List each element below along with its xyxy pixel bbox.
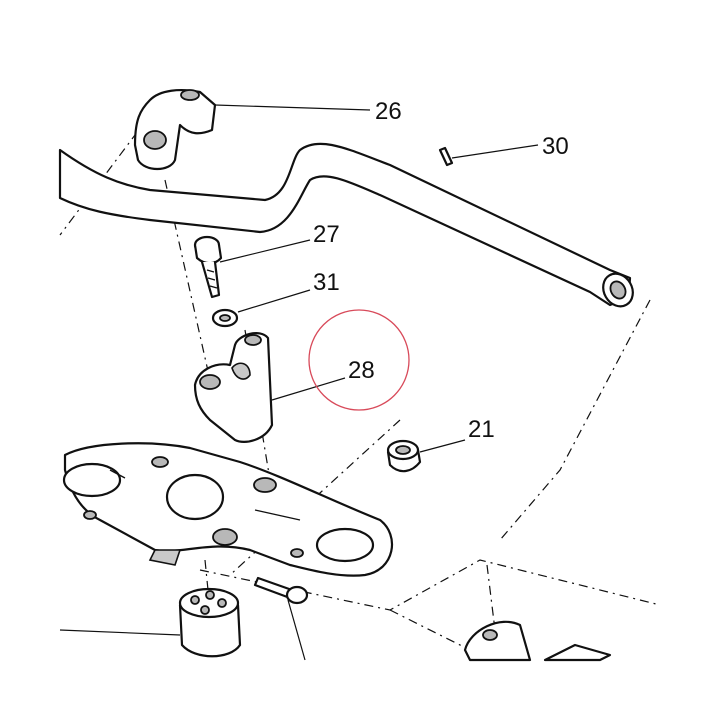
part-21-nut: [386, 439, 422, 473]
part-30-pin: [438, 146, 454, 167]
callout-28: 28: [348, 357, 375, 384]
handlebar: [58, 142, 634, 308]
callout-30: 30: [542, 133, 569, 160]
part-26-handlebar-clamp: [133, 89, 217, 171]
callout-labels: 26 30 27 31 28 21: [313, 98, 569, 443]
callout-21: 21: [468, 416, 495, 443]
callout-31: 31: [313, 269, 340, 296]
triple-clamp: [62, 442, 394, 577]
pinch-bolt: [253, 576, 309, 605]
part-31-washer: [211, 308, 239, 328]
leader-lines: [59, 104, 539, 661]
part-28-riser: [193, 332, 274, 443]
highlight-circle: [308, 309, 410, 411]
lower-right-part: [463, 620, 612, 662]
steering-head-nut: [178, 587, 242, 658]
part-27-bolt: [193, 235, 223, 299]
callout-26: 26: [375, 98, 402, 125]
callout-27: 27: [313, 221, 340, 248]
